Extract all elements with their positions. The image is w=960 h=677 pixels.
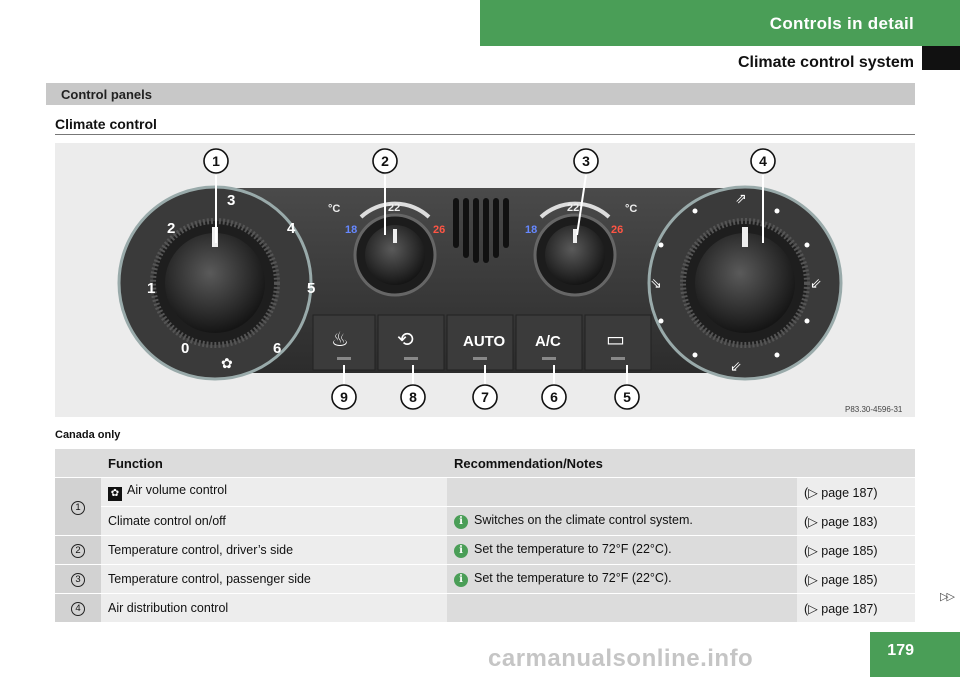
fan-scale-1: 1	[147, 280, 155, 297]
page-number: 179	[870, 632, 960, 677]
table-row: 2 Temperature control, driver’s side i Se…	[55, 535, 915, 564]
svg-text:⇙: ⇙	[730, 359, 742, 375]
corner-block	[922, 46, 960, 70]
driver-unit: °C	[328, 203, 340, 215]
row-number: 1	[71, 500, 85, 515]
info-icon: i	[454, 544, 468, 558]
rear-defrost-icon: ▭	[606, 327, 625, 351]
heading-rule	[55, 134, 915, 135]
header-function: Function	[101, 449, 447, 477]
passenger-unit: °C	[625, 203, 637, 215]
info-icon: i	[454, 515, 468, 529]
page-reference[interactable]: (▷ page 187)	[797, 477, 915, 506]
svg-text:⇗: ⇗	[735, 191, 747, 207]
passenger-mid: 22	[567, 202, 579, 214]
row-number: 4	[71, 602, 85, 616]
button-row: ♨ ⟲ AUTO A/C ▭	[312, 314, 652, 371]
passenger-high: 26	[611, 224, 623, 236]
driver-temp-knob	[353, 213, 437, 297]
callout-8: 8	[409, 389, 417, 405]
air-distribution-dial: ⇗ ⇘ ⇙ ⇙	[647, 185, 843, 381]
fan-scale-5: 5	[307, 280, 315, 297]
watermark: carmanualsonline.info	[488, 645, 754, 672]
section-title: Climate control system	[737, 54, 914, 71]
table-row: 4 Air distribution control (▷ page 187)	[55, 593, 915, 622]
row-recommendation: Switches on the climate control system.	[474, 513, 693, 527]
auto-button-label: AUTO	[463, 333, 506, 350]
row-number: 3	[71, 573, 85, 587]
passenger-low: 18	[525, 224, 537, 236]
callout-9: 9	[340, 389, 348, 405]
fan-scale-3: 3	[227, 192, 235, 209]
center-vent	[453, 198, 509, 263]
climate-panel-photo: ⇗ ⇘ ⇙ ⇙ 0 1 2 3 4 5 6 ✿	[55, 143, 915, 417]
fan-scale-0: 0	[181, 340, 189, 357]
row-function: Air distribution control	[101, 593, 447, 622]
row-function: Air volume control	[127, 483, 228, 497]
fan-scale-2: 2	[167, 220, 175, 237]
table-row: Climate control on/off i Switches on the …	[55, 506, 915, 535]
callout-7: 7	[481, 389, 489, 405]
row-recommendation: Set the temperature to 72°F (22°C).	[474, 542, 672, 556]
page-reference[interactable]: (▷ page 185)	[797, 535, 915, 564]
passenger-temp-knob	[533, 213, 617, 297]
subsection-heading: Climate control	[55, 116, 157, 132]
fan-scale-4: 4	[287, 220, 296, 237]
row-function: Climate control on/off	[101, 506, 447, 535]
fan-icon: ✿	[108, 487, 122, 501]
page-reference[interactable]: (▷ page 183)	[797, 506, 915, 535]
fan-symbol-icon: ✿	[221, 356, 233, 372]
canada-only-note: Canada only	[55, 429, 121, 441]
fan-scale-6: 6	[273, 340, 281, 357]
page-reference[interactable]: (▷ page 187)	[797, 593, 915, 622]
row-number: 2	[71, 544, 85, 558]
continue-arrows-icon: ▷▷	[940, 591, 955, 603]
chapter-tab: Controls in detail	[480, 0, 960, 46]
recirculation-icon: ⟲	[397, 327, 414, 351]
ac-button-label: A/C	[535, 333, 561, 350]
header-num	[55, 449, 101, 477]
row-function: Temperature control, passenger side	[101, 564, 447, 593]
header-recommendation: Recommendation/Notes	[447, 449, 797, 477]
callout-3: 3	[582, 153, 590, 169]
row-recommendation: Set the temperature to 72°F (22°C).	[474, 571, 672, 585]
callout-2: 2	[381, 153, 389, 169]
function-table: Function Recommendation/Notes 1 ✿ Air vol…	[55, 449, 915, 622]
callout-1: 1	[212, 153, 220, 169]
fan-dial	[117, 185, 313, 381]
svg-text:⇙: ⇙	[810, 276, 822, 292]
svg-text:⇘: ⇘	[650, 276, 662, 292]
callout-6: 6	[550, 389, 558, 405]
callout-4: 4	[759, 153, 767, 169]
row-function: Temperature control, driver’s side	[101, 535, 447, 564]
driver-mid: 22	[388, 202, 400, 214]
callout-5: 5	[623, 389, 631, 405]
page-reference[interactable]: (▷ page 185)	[797, 564, 915, 593]
info-icon: i	[454, 573, 468, 587]
defrost-windshield-icon: ♨	[331, 327, 349, 351]
driver-high: 26	[433, 224, 445, 236]
driver-low: 18	[345, 224, 357, 236]
header-ref	[797, 449, 915, 477]
control-panels-band: Control panels	[46, 83, 915, 105]
table-row: 1 ✿ Air volume control (▷ page 187)	[55, 477, 915, 535]
figure-code: P83.30-4596-31	[845, 405, 903, 414]
